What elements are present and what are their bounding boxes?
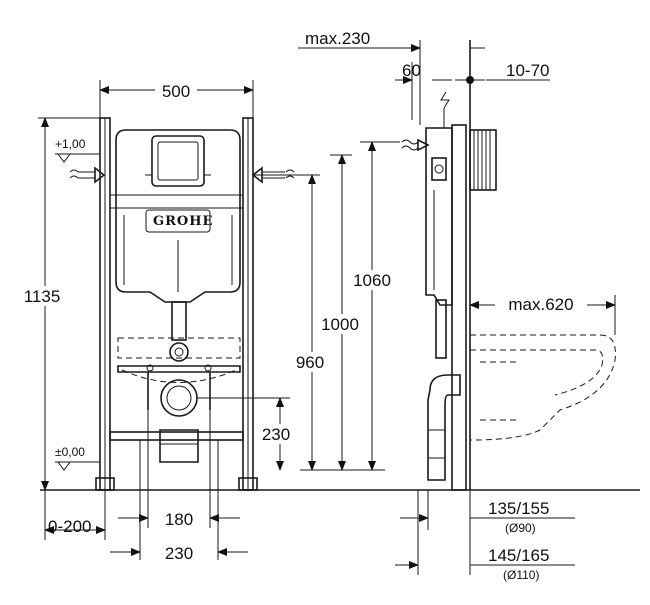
- drain-elbow: [427, 374, 461, 481]
- dim-max-620-label: max.620: [508, 295, 573, 314]
- dim-1000-label: 1000: [321, 315, 359, 334]
- dim-max-230-label: max.230: [305, 29, 370, 48]
- dim-10-70: 10-70: [486, 61, 550, 81]
- dim-0-200-label: 0-200: [48, 517, 91, 536]
- dim-height-960: 960: [253, 174, 330, 471]
- frame-posts: [95, 117, 258, 491]
- dim-max-620: max.620: [469, 292, 616, 335]
- dim-dia-110-label: (Ø110): [503, 568, 539, 582]
- brand-logo-text: GROHE: [153, 214, 213, 229]
- dim-1060-label: 1060: [353, 271, 391, 290]
- dim-spacing-180: 180: [118, 410, 240, 529]
- dim-height-1135: 1135: [18, 117, 100, 491]
- dim-height-230: 230: [197, 397, 298, 471]
- side-cistern: [425, 127, 453, 306]
- dim-60: 60: [395, 61, 452, 120]
- bowl-outline-side: [469, 334, 616, 441]
- drain-connector: [117, 364, 241, 463]
- dim-960-label: 960: [296, 353, 324, 372]
- dim-pipe-145-165: 145/165 (Ø110): [395, 490, 575, 582]
- dim-1135-label: 1135: [24, 287, 61, 306]
- level-zero-label: ±0,00: [55, 445, 85, 459]
- dim-180-label: 180: [165, 510, 193, 529]
- flush-plate: [151, 135, 205, 187]
- dim-135-155-label: 135/155: [488, 499, 549, 518]
- side-frame-post: [451, 124, 467, 491]
- dim-230-vertical-label: 230: [262, 425, 290, 444]
- level-top-label: +1,00: [55, 137, 86, 151]
- level-marker-zero: ±0,00: [55, 445, 100, 471]
- front-view: GROHE: [18, 80, 400, 563]
- wall-bracket: [469, 129, 497, 191]
- flush-pipe: [169, 301, 189, 362]
- level-marker-top: +1,00: [55, 137, 100, 163]
- dim-height-1000: 1000: [318, 154, 364, 471]
- dim-230-horizontal-label: 230: [165, 544, 193, 563]
- dim-pipe-135-155: 135/155 (Ø90): [400, 490, 575, 535]
- dim-145-165-label: 145/165: [488, 546, 549, 565]
- lower-crossbar: [109, 431, 244, 441]
- dim-spacing-230: 230: [110, 440, 248, 563]
- dim-max-230: max.230: [298, 29, 485, 125]
- dim-offset-0-200: 0-200: [44, 490, 106, 540]
- right-foot: [238, 477, 258, 491]
- dim-dia-90-label: (Ø90): [505, 521, 536, 535]
- side-view: max.230 60 10-70 max.620 135/155 (Ø9: [298, 29, 640, 582]
- bowl-outline-front: [117, 337, 241, 359]
- dim-60-label: 60: [402, 61, 421, 80]
- dim-500-label: 500: [162, 82, 190, 101]
- dim-height-1060: 1060: [300, 141, 400, 471]
- cistern: GROHE: [110, 129, 243, 303]
- brand-logo: [145, 209, 211, 233]
- dim-10-70-label: 10-70: [506, 61, 549, 80]
- dim-width-500: 500: [99, 80, 254, 118]
